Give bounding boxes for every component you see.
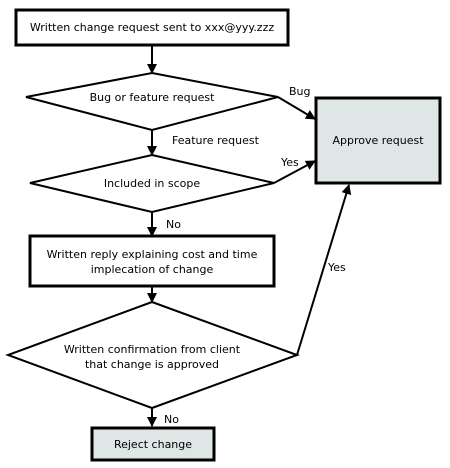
edge-bug-to-approve: [277, 96, 316, 120]
node-reject: Reject change: [90, 426, 216, 462]
edge-confirm-yes-to-approve: [296, 184, 352, 356]
edge-label-yes-confirm: Yes: [327, 261, 346, 274]
node-written-confirmation-line1: Written confirmation from client: [64, 343, 241, 356]
node-request-sent-label: Written change request sent to xxx@yyy.z…: [30, 21, 274, 34]
node-approve-label: Approve request: [332, 134, 424, 147]
edge-label-no-confirm: No: [164, 413, 179, 426]
node-written-reply: Written reply explaining cost and time i…: [28, 234, 276, 288]
node-approve: Approve request: [314, 96, 442, 185]
edge-label-yes-scope: Yes: [280, 156, 299, 169]
node-reject-label: Reject change: [114, 438, 192, 451]
node-request-sent: Written change request sent to xxx@yyy.z…: [14, 8, 290, 47]
node-bug-or-feature-label: Bug or feature request: [90, 91, 215, 104]
edge-label-no-scope: No: [166, 218, 181, 231]
edge-scope-yes-to-approve: [273, 160, 316, 184]
edge-label-feature-request: Feature request: [172, 134, 260, 147]
edges: [147, 45, 352, 427]
node-bug-or-feature: Bug or feature request: [25, 71, 279, 132]
node-written-confirmation: Written confirmation from client that ch…: [5, 300, 300, 410]
node-included-scope: Included in scope: [29, 153, 275, 214]
node-written-reply-line2: implecation of change: [91, 263, 214, 276]
node-written-reply-line1: Written reply explaining cost and time: [47, 248, 258, 261]
node-included-scope-label: Included in scope: [104, 177, 201, 190]
node-written-confirmation-line2: that change is approved: [85, 358, 219, 371]
edge-label-bug: Bug: [289, 85, 311, 98]
